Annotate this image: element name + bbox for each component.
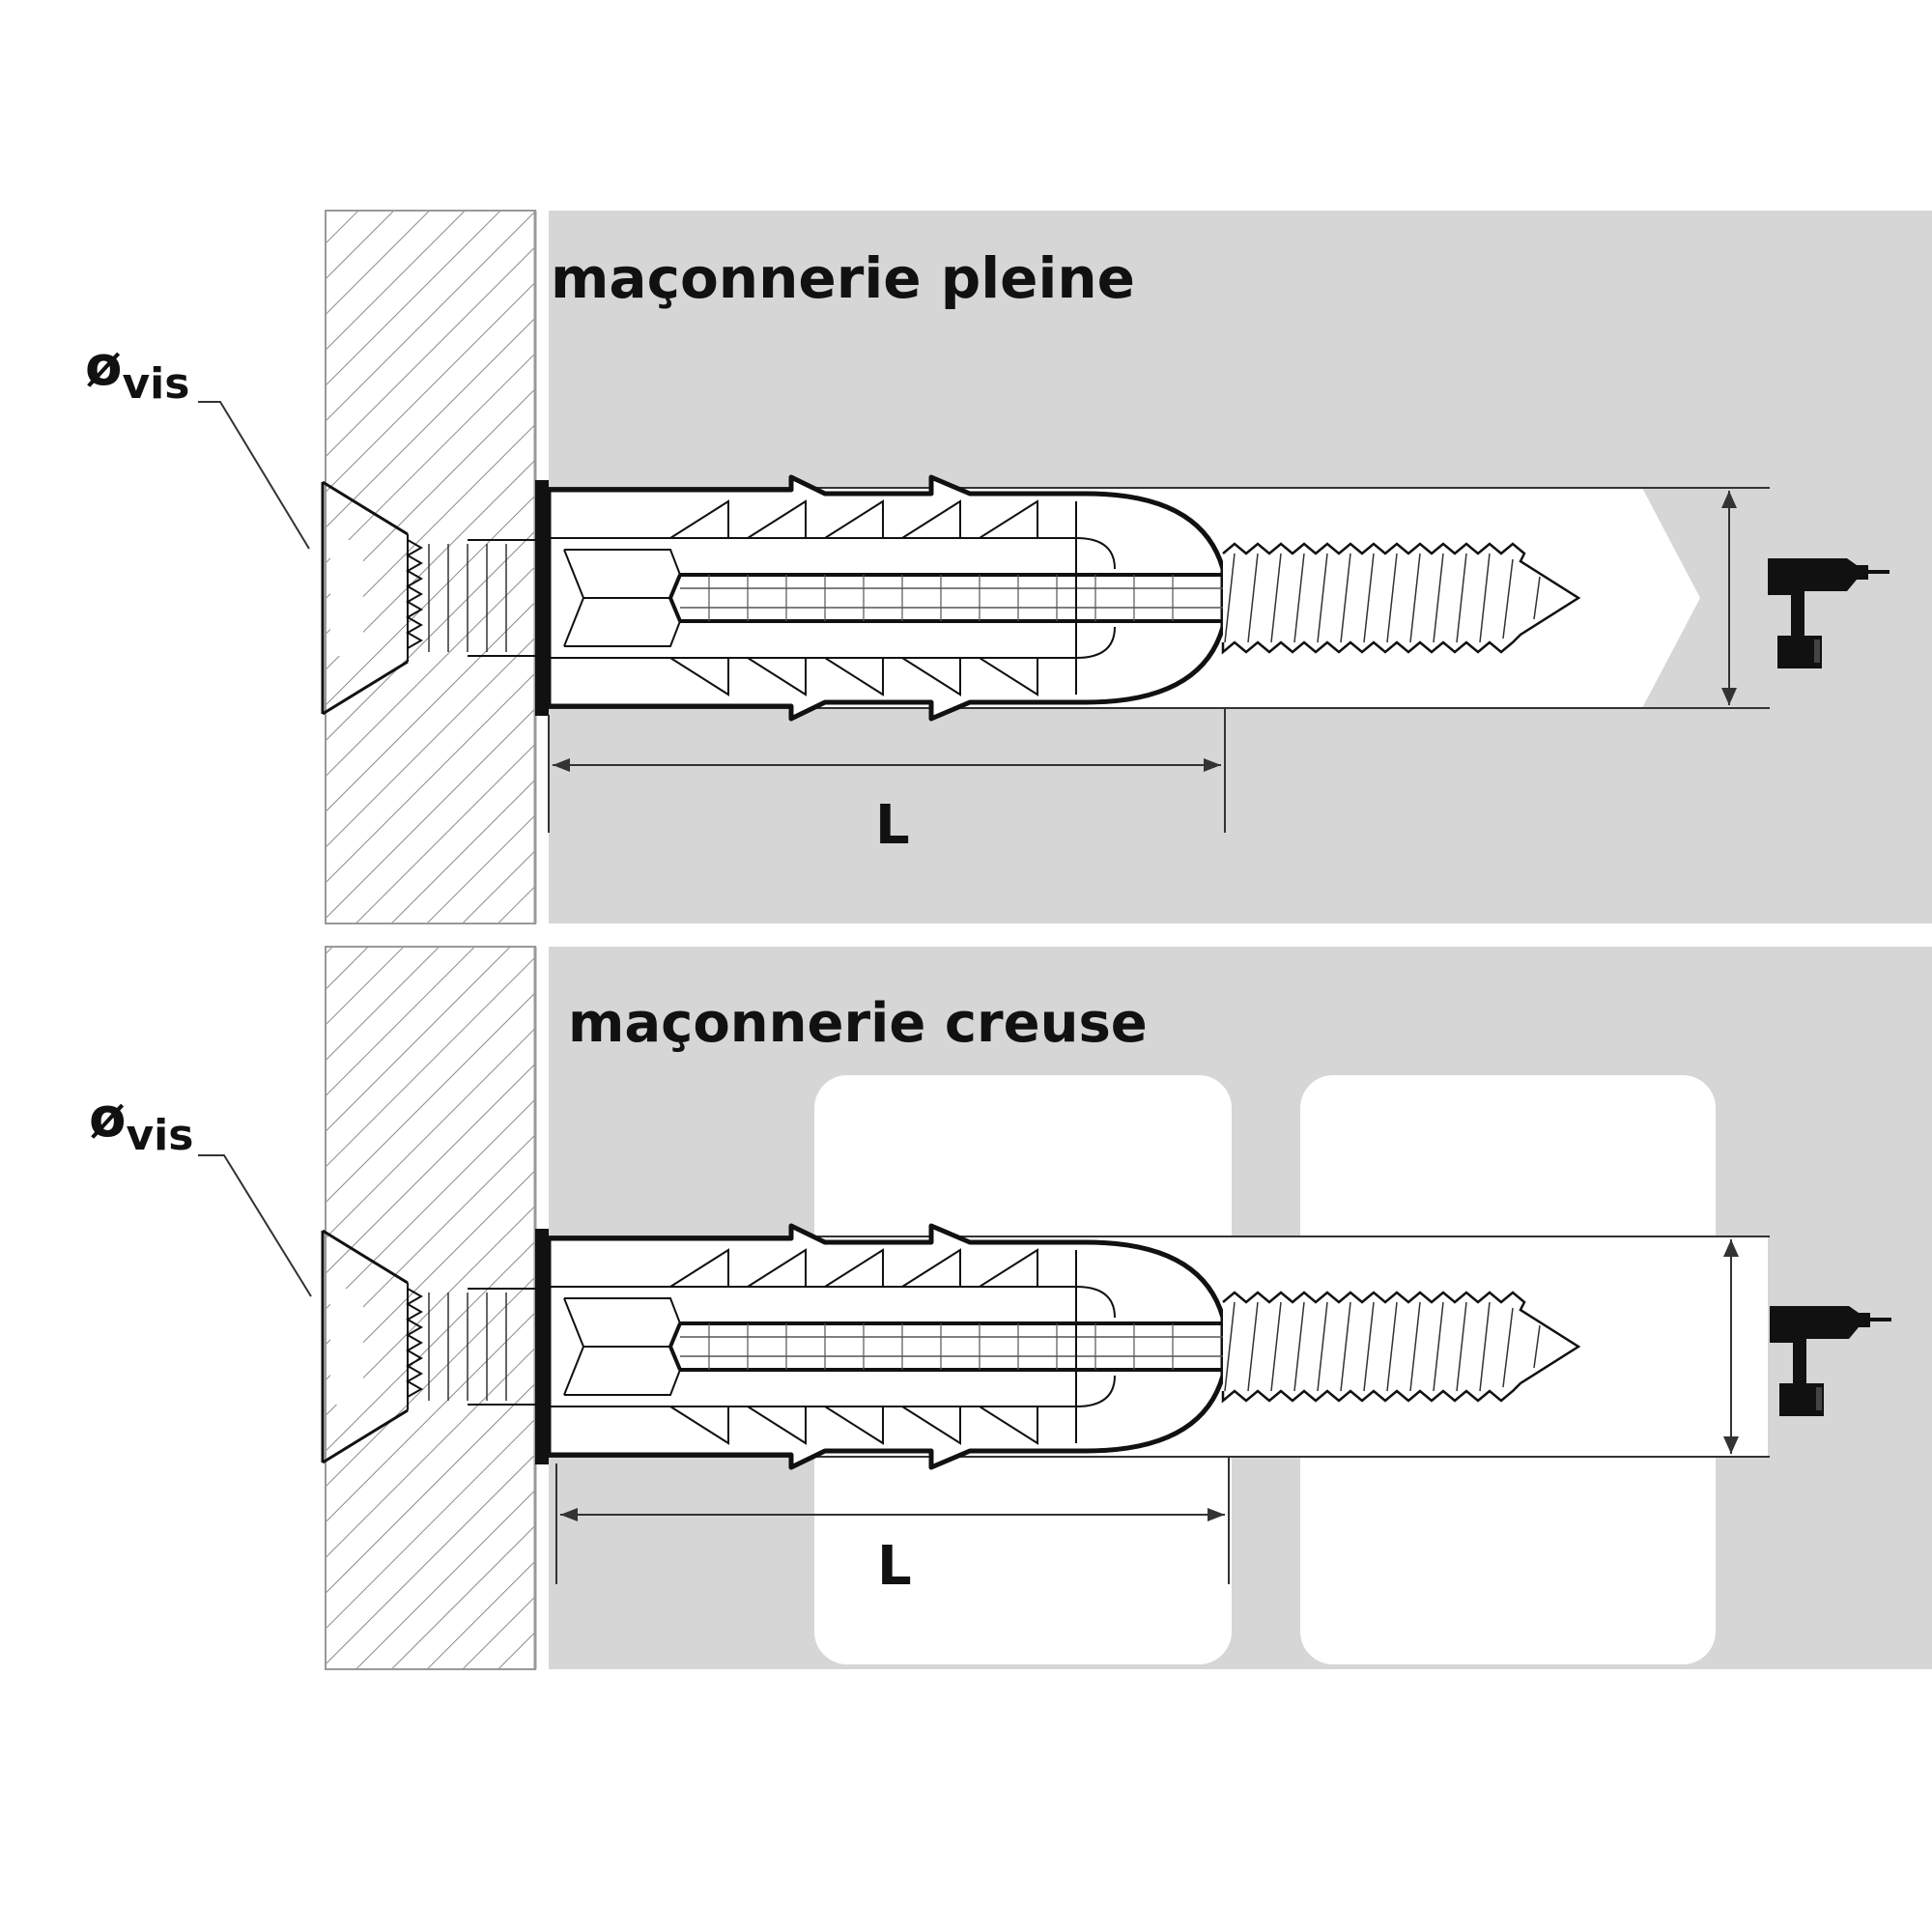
panel-solid-masonry: maçonnerie pleine øvis L [85,210,1932,924]
diameter-label: øvis [89,1087,193,1160]
length-label: L [877,1535,912,1598]
diameter-symbol: ø [85,335,122,398]
diameter-label: øvis [85,335,189,409]
diameter-symbol: ø [89,1087,126,1150]
diameter-subscript: vis [126,1111,193,1160]
panel-hollow-masonry: maçonnerie creuse øvis L [89,946,1932,1670]
length-label: L [875,794,910,857]
diameter-subscript: vis [122,359,189,409]
panel-title: maçonnerie creuse [568,992,1148,1055]
panel-title: maçonnerie pleine [551,245,1135,311]
